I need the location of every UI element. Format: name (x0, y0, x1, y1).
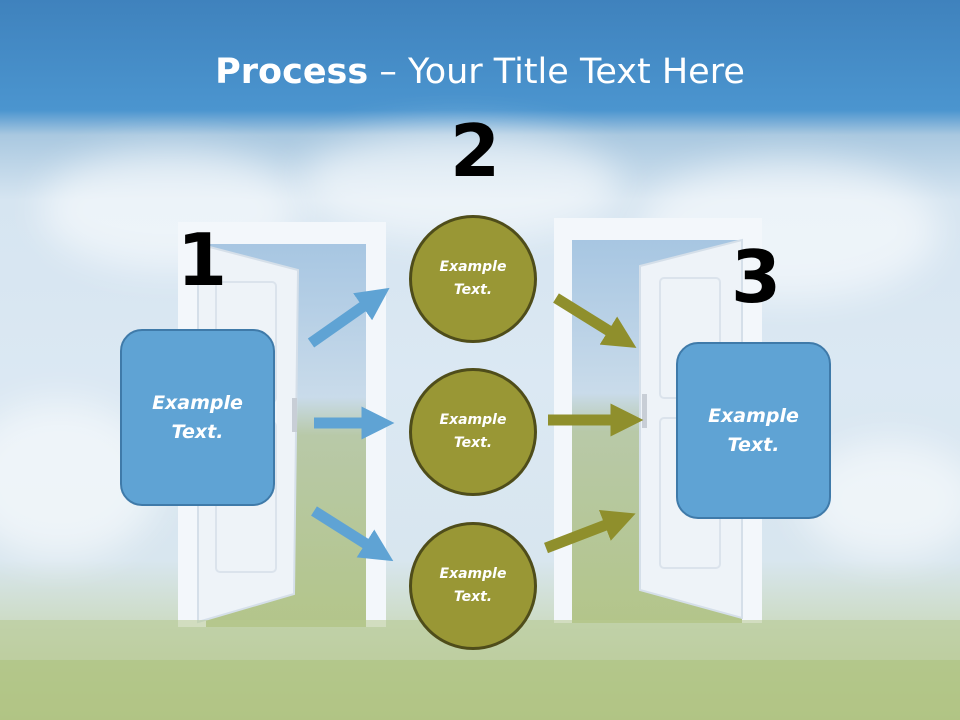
slide-title: Process – Your Title Text Here (0, 52, 960, 92)
step-number-1: 1 (177, 218, 228, 302)
circle-text-line2: Text. (453, 589, 493, 605)
circle-text-line2: Text. (453, 435, 493, 451)
circle-text-line1: Example (439, 566, 507, 582)
circle-text-line2: Text. (453, 282, 493, 298)
arrow-up-right-blue (307, 287, 390, 348)
box-text-line2: Text. (171, 420, 224, 443)
circle-text-line1: Example (439, 259, 507, 275)
circle-text-line1: Example (439, 412, 507, 428)
title-rest: – Your Title Text Here (368, 52, 745, 92)
title-bold: Process (215, 52, 369, 92)
arrow-up-right-olive (544, 509, 636, 554)
arrow-down-right-olive (553, 293, 637, 348)
arrow-down-right-blue (311, 506, 394, 562)
box-text-line1: Example (152, 391, 243, 414)
box-text-line2: Text. (727, 433, 780, 456)
step-number-3: 3 (731, 235, 782, 319)
step-number-2: 2 (450, 109, 501, 193)
box-text-line1: Example (708, 404, 799, 427)
